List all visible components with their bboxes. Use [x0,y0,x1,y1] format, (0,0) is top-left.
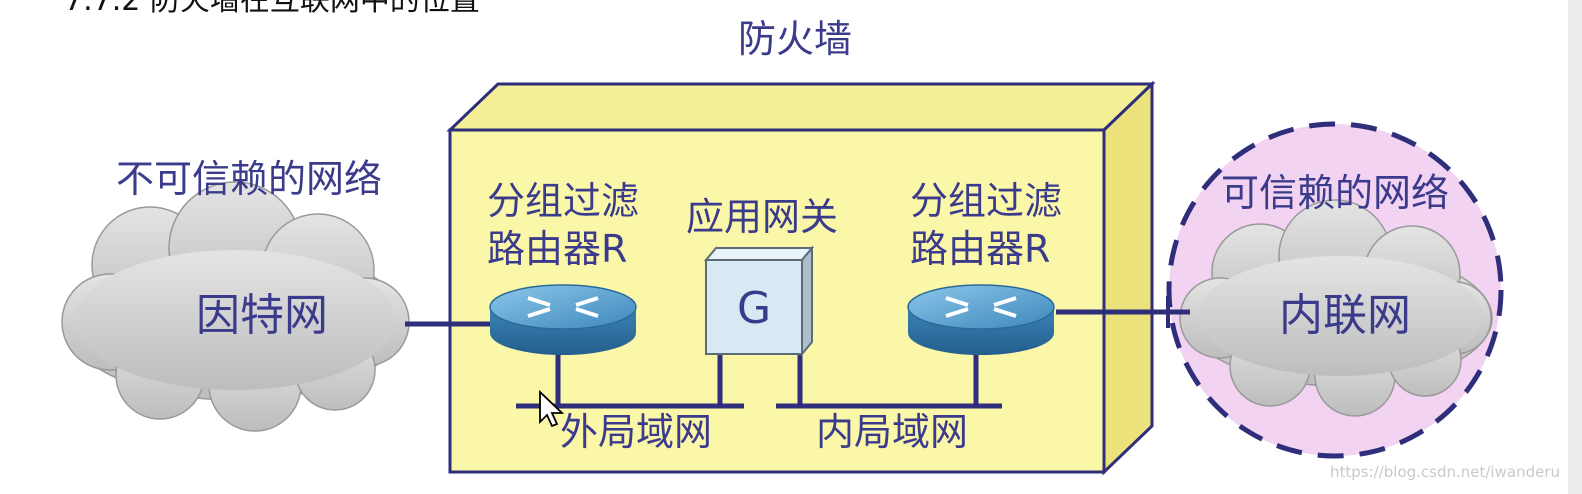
page-heading: 7.7.2 防火墙在互联网中的位置 [64,0,480,18]
left-router-label-line2: 路由器R [487,227,627,271]
gateway-icon: G [703,245,815,357]
gateway-symbol: G [737,283,771,334]
inner-lan-label: 内局域网 [816,410,968,454]
router-icon [907,284,1055,355]
gateway-label: 应用网关 [686,195,838,239]
firewall-title: 防火墙 [738,17,852,61]
intranet-cloud [1179,199,1493,417]
outer-lan-label: 外局域网 [560,410,712,454]
internet-cloud [61,181,410,432]
watermark: https://blog.csdn.net/iwanderu [1330,463,1560,481]
trusted-network-label: 可信赖的网络 [1221,171,1449,215]
right-router-label-line1: 分组过滤 [910,179,1062,223]
scrollbar[interactable] [1568,0,1582,494]
left-router-label-line1: 分组过滤 [487,179,639,223]
mouse-cursor-icon [539,389,565,428]
untrusted-network-label: 不可信赖的网络 [116,157,382,201]
right-router-label-line2: 路由器R [910,227,1050,271]
internet-label: 因特网 [196,290,328,341]
router-icon [489,284,637,355]
intranet-label: 内联网 [1279,290,1411,341]
